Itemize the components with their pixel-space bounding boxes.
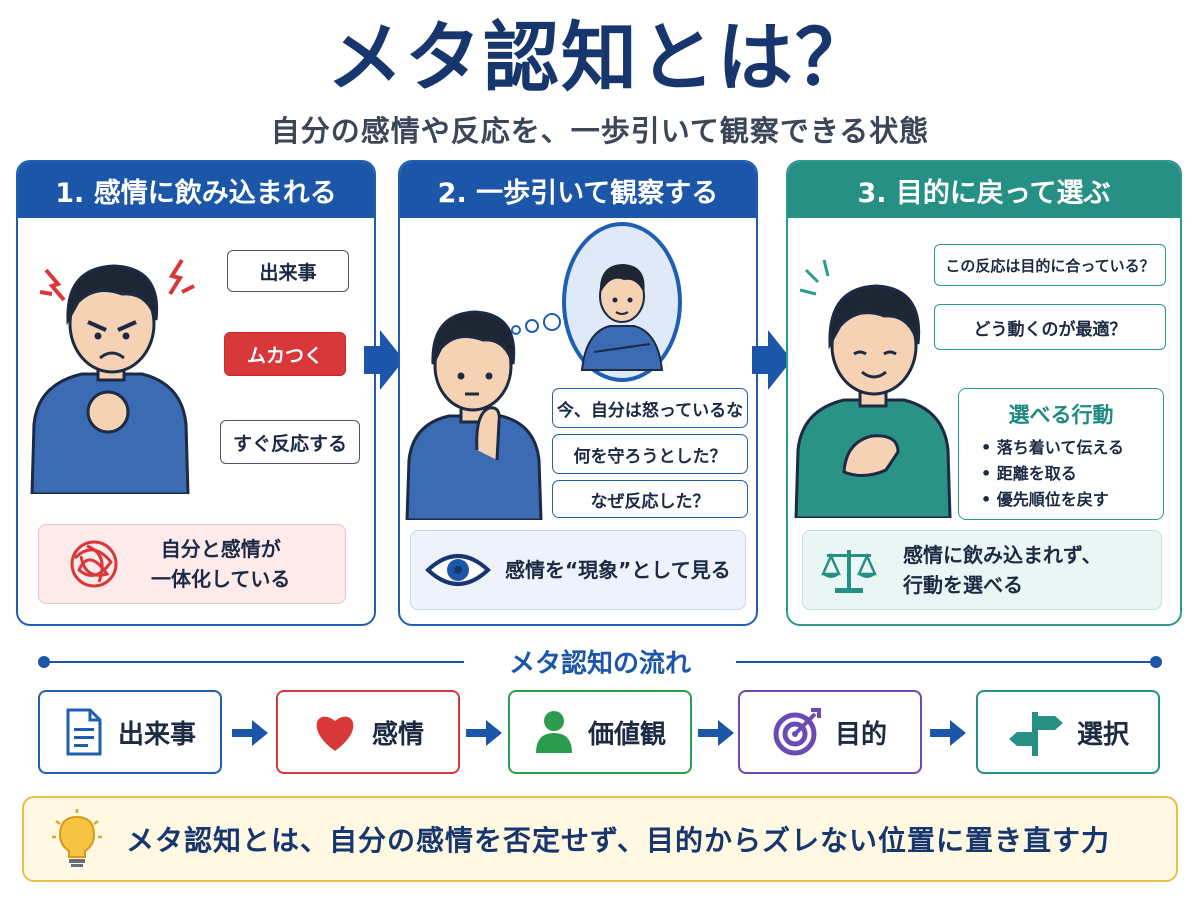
- thought-bubble-2: 何を守ろうとした？: [552, 434, 748, 474]
- thought-dots-icon: [511, 313, 561, 335]
- angry-person-icon: [30, 258, 195, 494]
- flow-line-left: [44, 661, 464, 663]
- tangle-icon: [70, 540, 118, 588]
- panel-3-note-line-2: 行動を選べる: [903, 573, 1023, 597]
- arrow-right-icon: [930, 720, 966, 746]
- question-box-2: どう動くのが最適？: [934, 304, 1166, 350]
- flow-step-event: 出来事: [38, 690, 222, 774]
- chain-emotion-box: ムカつく: [224, 332, 346, 376]
- flow-step-label: 感情: [371, 719, 424, 750]
- lightbulb-icon: [52, 809, 102, 867]
- panel-2-note-line-1: 感情を“現象”として見る: [505, 558, 731, 582]
- choice-box: 選べる行動 • 落ち着いて伝える • 距離を取る • 優先順位を戻す: [958, 388, 1164, 520]
- panel-1-note-line-2: 一体化している: [151, 567, 291, 591]
- conclusion-banner: メタ認知とは、自分の感情を否定せず、目的からズレない位置に置き直す力: [22, 796, 1178, 882]
- flow-line-dot: [1150, 656, 1162, 668]
- flow-step-label: 選択: [1076, 719, 1129, 750]
- flow-title: メタ認知の流れ: [508, 649, 691, 679]
- scale-icon: [821, 550, 877, 593]
- eye-icon: [425, 554, 491, 586]
- flow-step-emotion: 感情: [276, 690, 460, 774]
- choice-item: • 距離を取る: [981, 464, 1077, 483]
- panel-3-heading: 3. 目的に戻って選ぶ: [788, 162, 1180, 218]
- flow-step-purpose: 目的: [738, 690, 922, 774]
- target-icon: [773, 708, 821, 756]
- panel-1-heading: 1. 感情に飲み込まれる: [18, 162, 374, 218]
- panel-2-heading: 2. 一歩引いて観察する: [400, 162, 756, 218]
- arrow-right-icon: [232, 720, 268, 746]
- flow-step-values: 価値観: [508, 690, 692, 774]
- panel-2-note: 感情を“現象”として見る: [410, 530, 746, 610]
- choice-item: • 優先順位を戻す: [981, 490, 1109, 509]
- flow-step-label: 目的: [834, 719, 887, 750]
- flow-line-right: [736, 661, 1156, 663]
- arrow-right-icon: [364, 330, 404, 390]
- chain-event-box: 出来事: [227, 250, 349, 292]
- calm-person-icon: [794, 259, 952, 518]
- flow-step-label: 価値観: [587, 719, 666, 750]
- panel-1-note: 自分と感情が 一体化している: [38, 524, 346, 604]
- flow-step-choice: 選択: [976, 690, 1160, 774]
- arrow-right-icon: [466, 720, 502, 746]
- document-icon: [66, 708, 102, 756]
- person-icon: [535, 711, 572, 753]
- page-title: メタ認知とは？: [327, 13, 873, 102]
- arrow-right-icon: [698, 720, 734, 746]
- panel-3-note: 感情に飲み込まれず、 行動を選べる: [802, 530, 1162, 610]
- heart-icon: [316, 716, 354, 751]
- page-subtitle: 自分の感情や反応を、一歩引いて観察できる状態: [270, 114, 930, 148]
- mirror-icon: [562, 222, 682, 382]
- thought-bubble-3: なぜ反応した？: [552, 480, 748, 518]
- signpost-icon: [1008, 712, 1063, 756]
- choice-item: • 落ち着いて伝える: [981, 438, 1124, 457]
- choice-title: 選べる行動: [1008, 403, 1114, 427]
- thinking-person-icon: [405, 310, 543, 520]
- arrow-right-icon: [752, 330, 792, 390]
- panel-3-note-line-1: 感情に飲み込まれず、: [903, 543, 1102, 567]
- panel-1-note-line-1: 自分と感情が: [160, 537, 281, 561]
- flow-step-label: 出来事: [117, 719, 196, 750]
- thought-bubble-1: 今、自分は怒っているな: [552, 388, 748, 428]
- chain-reaction-box: すぐ反応する: [220, 420, 360, 464]
- conclusion-text: メタ認知とは、自分の感情を否定せず、目的からズレない位置に置き直す力: [126, 824, 1111, 857]
- question-box-1: この反応は目的に合っている？: [934, 244, 1166, 286]
